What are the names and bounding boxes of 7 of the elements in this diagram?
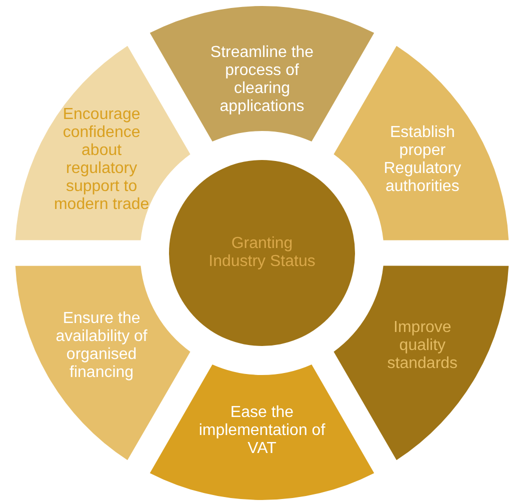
segment-label: Improve quality standards [386, 318, 459, 373]
segment-label: Establish proper Regulatory authorities [382, 124, 462, 196]
segment-label: Ensure the availability of organised financing [54, 310, 148, 382]
center-label: Granting Industry Status [208, 235, 316, 271]
segment-label: Streamline the process of clearing applications [209, 44, 315, 116]
segment-label: Encourage confidence about regulatory support to modern trade [52, 106, 150, 214]
segment-label: Ease the implementation of VAT [198, 404, 326, 458]
